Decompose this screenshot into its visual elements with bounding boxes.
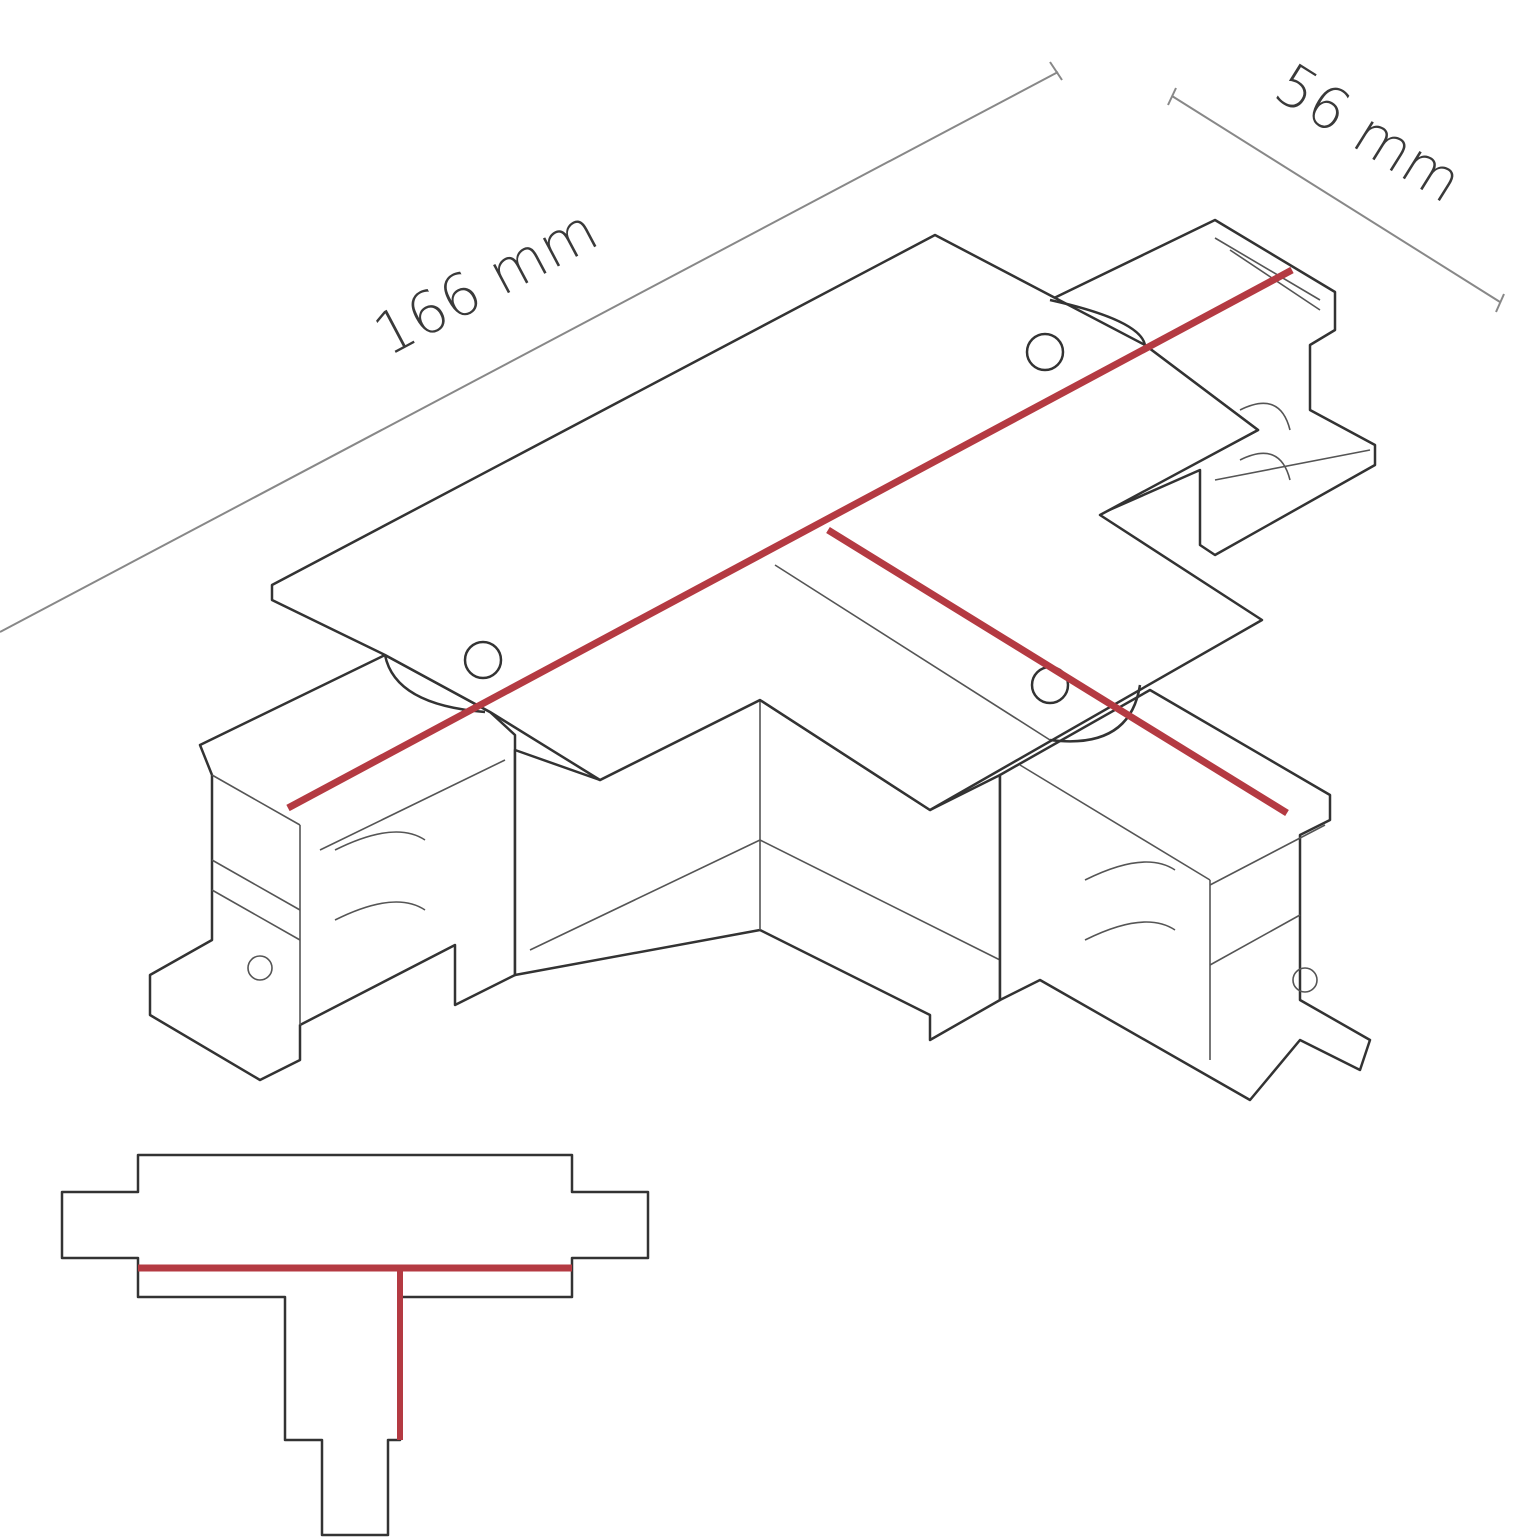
- isometric-connector: [148, 218, 1377, 1102]
- screw-hole-icon: [1025, 332, 1065, 372]
- length-dimension-line: [0, 71, 1059, 633]
- plan-view: [60, 1153, 650, 1537]
- width-dimension-line: [1171, 95, 1501, 303]
- width-label: 56 mm: [1264, 50, 1474, 216]
- branch-conductor-line: [826, 527, 1289, 816]
- screw-icon: [247, 955, 273, 981]
- length-dimension-tick: [1049, 61, 1063, 81]
- main-conductor-line: [286, 266, 1294, 812]
- screw-icon: [1292, 967, 1318, 993]
- width-dimension-tick: [1495, 293, 1505, 313]
- width-dimension-tick: [1167, 87, 1177, 106]
- length-label: 166 mm: [363, 195, 609, 369]
- plate-end-cap: [1049, 298, 1147, 346]
- plate-end-cap: [1049, 684, 1142, 743]
- plan-outline: [60, 1153, 650, 1537]
- right-front-rail-end: [998, 688, 1372, 1102]
- screw-hole-icon: [463, 640, 503, 680]
